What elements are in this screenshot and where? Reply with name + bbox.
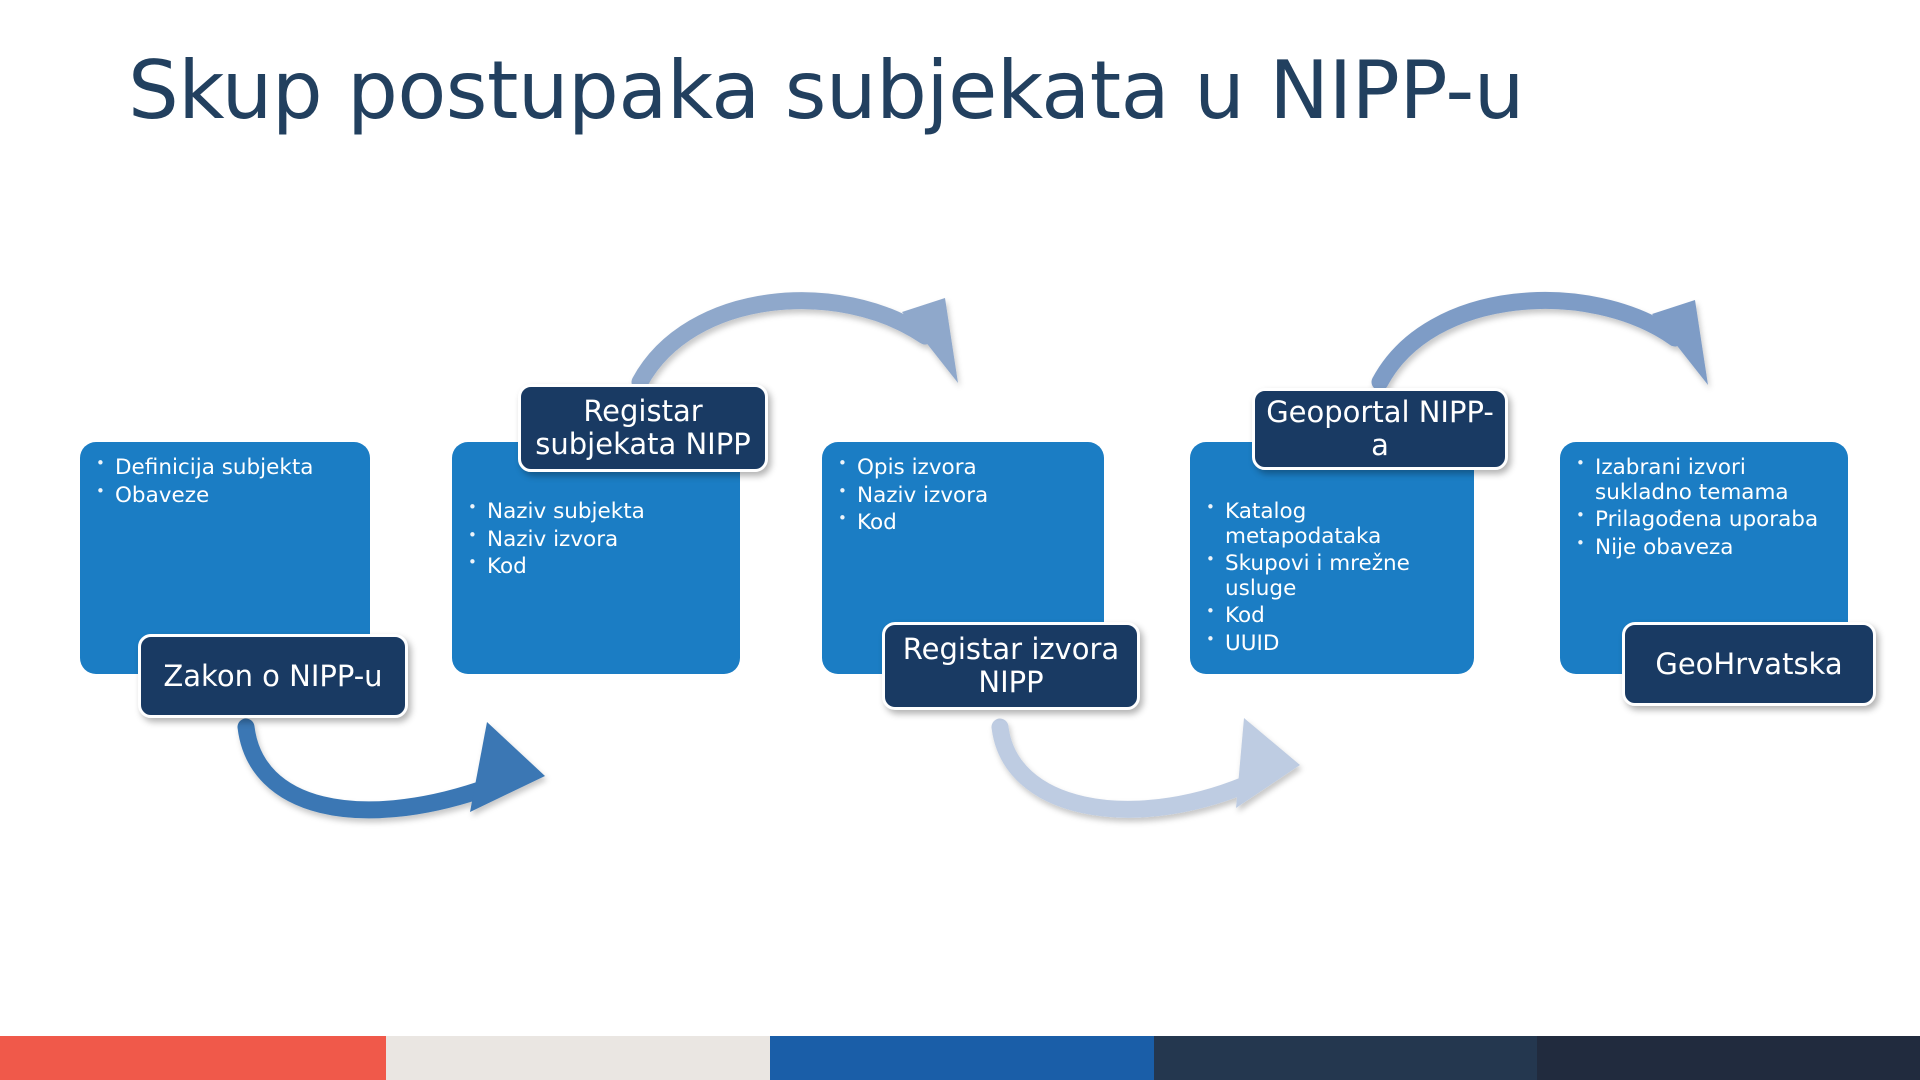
step-bullet-list-4: Katalog metapodataka Skupovi i mrežne us… bbox=[1204, 499, 1458, 657]
page-title: Skup postupaka subjekata u NIPP-u bbox=[128, 44, 1524, 137]
list-item: Kod bbox=[466, 554, 724, 580]
list-item: Kod bbox=[1204, 603, 1458, 629]
list-item: Naziv subjekta bbox=[466, 499, 724, 525]
step-bullet-list-1: Definicija subjekta Obaveze bbox=[94, 455, 354, 509]
strip-segment-dark-navy bbox=[1537, 1036, 1920, 1080]
step-label-5[interactable]: GeoHrvatska bbox=[1622, 622, 1876, 706]
step-label-3[interactable]: Registar izvora NIPP bbox=[882, 622, 1140, 710]
list-item: Definicija subjekta bbox=[94, 455, 354, 481]
step-label-4[interactable]: Geoportal NIPP-a bbox=[1252, 388, 1508, 470]
arrow-layer bbox=[237, 291, 1708, 819]
arrow-step2-to-step3 bbox=[631, 292, 958, 391]
list-item: Naziv izvora bbox=[466, 527, 724, 553]
footer-color-strip bbox=[0, 1036, 1920, 1080]
list-item: Obaveze bbox=[94, 483, 354, 509]
list-item: Izabrani izvori sukladno temama bbox=[1574, 455, 1832, 505]
strip-segment-red bbox=[0, 1036, 386, 1080]
list-item: Naziv izvora bbox=[836, 483, 1088, 509]
step-box-4[interactable]: Katalog metapodataka Skupovi i mrežne us… bbox=[1190, 442, 1474, 674]
list-item: Katalog metapodataka bbox=[1204, 499, 1458, 549]
list-item: UUID bbox=[1204, 631, 1458, 657]
arrow-step4-to-step5 bbox=[1371, 291, 1708, 391]
step-bullet-list-3: Opis izvora Naziv izvora Kod bbox=[836, 455, 1088, 536]
step-label-2[interactable]: Registar subjekata NIPP bbox=[518, 384, 768, 472]
list-item: Nije obaveza bbox=[1574, 535, 1832, 561]
step-box-2[interactable]: Naziv subjekta Naziv izvora Kod bbox=[452, 442, 740, 674]
arrow-step1-to-step2 bbox=[237, 718, 545, 819]
list-item: Skupovi i mrežne usluge bbox=[1204, 551, 1458, 601]
list-item: Opis izvora bbox=[836, 455, 1088, 481]
step-label-1[interactable]: Zakon o NIPP-u bbox=[138, 634, 408, 718]
strip-segment-blue bbox=[770, 1036, 1154, 1080]
step-bullet-list-2: Naziv subjekta Naziv izvora Kod bbox=[466, 499, 724, 580]
process-diagram: Definicija subjekta Obaveze Zakon o NIPP… bbox=[0, 0, 1920, 1000]
arrow-step3-to-step4 bbox=[991, 718, 1300, 818]
list-item: Prilagođena uporaba bbox=[1574, 507, 1832, 533]
list-item: Kod bbox=[836, 510, 1088, 536]
step-bullet-list-5: Izabrani izvori sukladno temama Prilagođ… bbox=[1574, 455, 1832, 561]
strip-segment-navy bbox=[1154, 1036, 1537, 1080]
strip-segment-cream bbox=[386, 1036, 770, 1080]
